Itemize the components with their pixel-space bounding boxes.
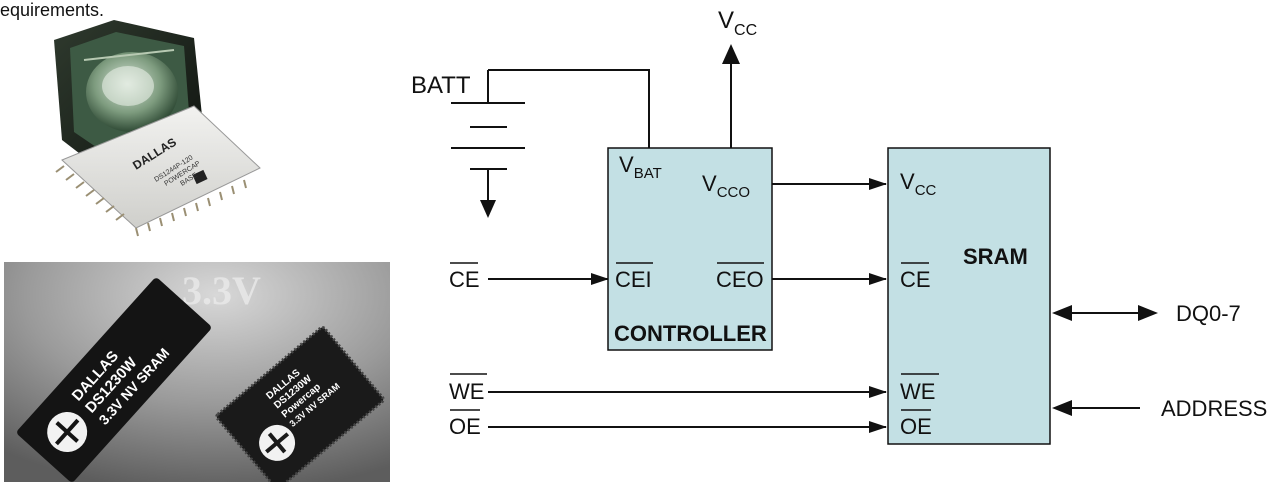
controller-block xyxy=(607,147,773,351)
dq-arrow-right xyxy=(1138,305,1158,321)
address-label: ADDRESS xyxy=(1161,396,1267,421)
dq-label: DQ0-7 xyxy=(1176,301,1241,326)
controller-title: CONTROLLER xyxy=(614,321,767,346)
voltage-watermark: 3.3V xyxy=(182,268,261,313)
pin-vcco-label: VCCO xyxy=(702,171,750,201)
batt-label: BATT xyxy=(411,72,471,99)
pin-cei-label: CEI xyxy=(615,267,652,292)
sram-pin-vcc-label: VCC xyxy=(900,169,937,199)
nv-sram-block-diagram: VBAT VCCO CEI CEO CONTROLLER VCC SRAM CE… xyxy=(411,7,1267,445)
pin-vbat-label: VBAT xyxy=(619,152,662,182)
vcc-up-arrowhead xyxy=(722,44,740,64)
sram-pin-oe-label: OE xyxy=(900,414,932,439)
pin-ceo-label: CEO xyxy=(716,267,764,292)
address-arrowhead xyxy=(1052,400,1072,416)
ground-arrow xyxy=(480,200,496,218)
sram-block xyxy=(887,147,1051,445)
we-input-label: WE xyxy=(449,379,484,404)
oe-input-label: OE xyxy=(449,414,481,439)
dq-arrow-left xyxy=(1052,305,1072,321)
sram-pin-we-label: WE xyxy=(900,379,935,404)
powercap-module-photo: DALLAS DS1244P-120 POWERCAP BASE xyxy=(54,20,261,237)
sram-pin-ce-label: CE xyxy=(900,267,931,292)
caption-fragment: equirements. xyxy=(0,0,105,20)
vcc-supply-label: VCC xyxy=(718,7,757,39)
sram-title: SRAM xyxy=(963,244,1028,269)
batt-to-vbat-wire xyxy=(488,69,650,148)
nv-sram-chips-photo: 3.3V DALLAS DS1230W 3.3V NV SRAM DALLAS … xyxy=(4,262,390,482)
ce-input-label: CE xyxy=(449,267,480,292)
